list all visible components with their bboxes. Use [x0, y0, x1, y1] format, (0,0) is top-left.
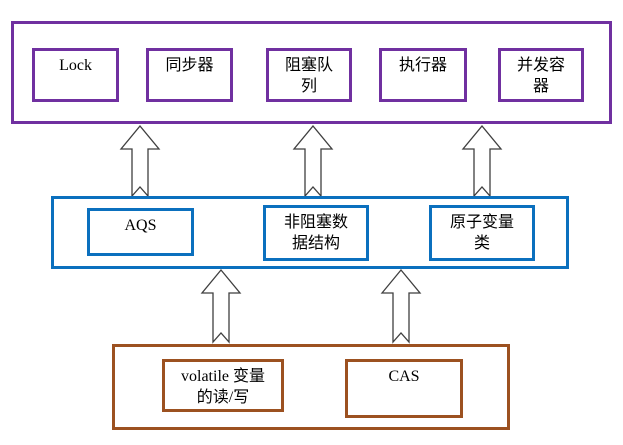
middle-layer-group: AQS 非阻塞数 据结构 原子变量 类 — [51, 196, 569, 269]
box-label: volatile 变量 的读/写 — [181, 368, 265, 406]
box-concurrent-container: 并发容 器 — [498, 48, 584, 102]
box-atomic-variable-class: 原子变量 类 — [429, 205, 535, 261]
box-synchronizer: 同步器 — [146, 48, 233, 102]
up-arrow-icon — [380, 268, 422, 344]
box-label: Lock — [59, 57, 92, 74]
box-label: AQS — [124, 217, 157, 234]
box-label: 同步器 — [165, 57, 214, 74]
box-aqs: AQS — [87, 208, 194, 256]
up-arrow-icon — [461, 124, 503, 198]
box-cas: CAS — [345, 359, 463, 418]
box-lock: Lock — [32, 48, 119, 102]
box-blocking-queue: 阻塞队 列 — [266, 48, 352, 102]
box-label: 并发容 器 — [516, 57, 565, 95]
box-nonblocking-data-structure: 非阻塞数 据结构 — [263, 205, 369, 261]
box-volatile-read-write: volatile 变量 的读/写 — [162, 359, 284, 412]
box-label: 阻塞队 列 — [284, 57, 333, 95]
box-label: CAS — [388, 368, 420, 385]
box-executor: 执行器 — [379, 48, 467, 102]
up-arrow-icon — [119, 124, 161, 198]
top-layer-group: Lock 同步器 阻塞队 列 执行器 并发容 器 — [11, 21, 612, 124]
box-label: 非阻塞数 据结构 — [283, 214, 348, 252]
box-label: 执行器 — [398, 57, 447, 74]
up-arrow-icon — [200, 268, 242, 344]
box-label: 原子变量 类 — [449, 214, 514, 252]
up-arrow-icon — [292, 124, 334, 198]
bottom-layer-group: volatile 变量 的读/写 CAS — [112, 344, 510, 430]
